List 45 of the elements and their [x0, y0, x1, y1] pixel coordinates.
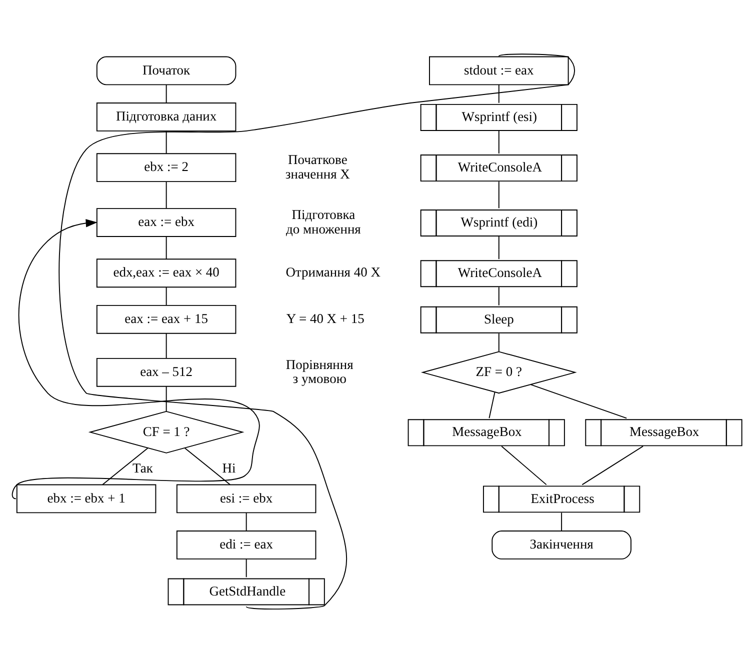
node-diamond: CF = 1 ? — [88, 410, 244, 453]
node-box: eax := eax + 15 — [96, 304, 236, 334]
connector — [184, 447, 231, 485]
connector — [498, 286, 500, 306]
node-label: Отримання 40 X — [286, 264, 380, 280]
node-label: Y = 40 X + 15 — [286, 310, 364, 326]
connector — [166, 332, 167, 358]
connector — [166, 286, 167, 306]
node-box: eax := ebx — [96, 208, 236, 236]
node-box: Початок — [96, 56, 236, 85]
node-box: ebx := ebx + 1 — [16, 484, 156, 513]
node-label: Початкове значення X — [285, 151, 350, 181]
connector — [166, 130, 167, 154]
node-box: Закінчення — [492, 530, 632, 559]
edge-label: Так — [132, 460, 153, 475]
connector — [498, 180, 500, 208]
node-box: eax – 512 — [96, 357, 236, 386]
connector — [58, 53, 576, 610]
node-box: edx,eax := eax × 40 — [96, 258, 236, 288]
node-box: stdout := eax — [429, 56, 569, 85]
connector — [166, 386, 167, 412]
node-label: Порівняння з умовою — [286, 356, 354, 386]
connector — [246, 558, 247, 578]
connector — [498, 332, 500, 352]
connector — [501, 445, 547, 485]
node-label: Підготовка до множення — [286, 206, 361, 236]
connector — [498, 130, 500, 154]
edge-label: Ні — [222, 460, 236, 475]
node-diamond: ZF = 0 ? — [420, 350, 577, 394]
arrow — [12, 218, 260, 499]
connector — [102, 447, 148, 485]
node-box: ebx := 2 — [96, 152, 236, 182]
connector — [166, 180, 167, 208]
connector — [561, 512, 562, 531]
connector — [498, 236, 500, 260]
connector — [246, 512, 247, 531]
node-box: edi := eax — [176, 530, 316, 559]
connector — [582, 445, 644, 485]
node-box: Підготовка даних — [96, 102, 236, 131]
connector — [488, 391, 496, 418]
connector — [530, 384, 628, 418]
connector — [498, 84, 500, 103]
node-box: esi := ebx — [176, 484, 316, 513]
connector — [166, 236, 167, 260]
connector — [166, 84, 167, 103]
